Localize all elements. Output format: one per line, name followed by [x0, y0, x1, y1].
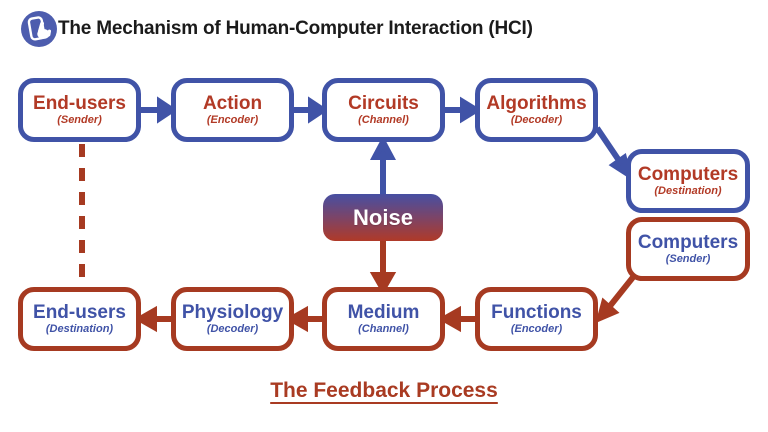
- tap-hand-icon: [27, 16, 52, 41]
- arrow-medium-to-physiology: [284, 305, 323, 333]
- node-label: Functions: [491, 301, 582, 323]
- arrow-circuits-to-algorithms: [444, 96, 482, 124]
- node-label: End-users: [33, 92, 126, 114]
- node-end-users-sender: End-users (Sender): [18, 78, 141, 142]
- node-medium: Medium (Channel): [322, 287, 445, 351]
- arrow-algorithms-to-computers: [594, 126, 633, 181]
- node-computers-sender: Computers (Sender): [626, 217, 750, 281]
- node-computers-destination: Computers (Destination): [626, 149, 750, 213]
- node-label: Physiology: [181, 301, 284, 323]
- node-role: (Decoder): [206, 323, 259, 336]
- node-action: Action (Encoder): [171, 78, 294, 142]
- footer-caption-row: The Feedback Process: [0, 379, 768, 403]
- node-physiology: Physiology (Decoder): [171, 287, 294, 351]
- node-role: (Channel): [358, 114, 409, 127]
- node-role: (Sender): [57, 114, 102, 127]
- feedback-process-caption: The Feedback Process: [270, 379, 498, 402]
- arrow-endusers-to-action: [140, 96, 178, 124]
- node-algorithms: Algorithms (Decoder): [475, 78, 598, 142]
- node-end-users-destination: End-users (Destination): [18, 287, 141, 351]
- node-role: (Destination): [45, 323, 114, 336]
- tap-hand-logo: [21, 11, 57, 47]
- arrow-noise-to-circuits: [370, 135, 396, 198]
- node-circuits: Circuits (Channel): [322, 78, 445, 142]
- arrow-action-to-circuits: [293, 96, 329, 124]
- node-role: (Destination): [654, 185, 722, 198]
- node-label: Computers: [637, 231, 739, 253]
- node-label: Action: [202, 92, 263, 114]
- arrow-functions-to-medium: [437, 305, 476, 333]
- arrow-noise-to-medium: [369, 238, 397, 296]
- node-label: Algorithms: [486, 92, 587, 114]
- node-role: (Sender): [665, 253, 711, 266]
- node-label: Circuits: [348, 92, 419, 114]
- node-role: (Decoder): [510, 114, 563, 127]
- arrow-physiology-to-endusers: [133, 305, 172, 333]
- node-functions: Functions (Encoder): [475, 287, 598, 351]
- node-label: Computers: [637, 163, 739, 185]
- node-label: End-users: [33, 301, 126, 323]
- node-role: (Encoder): [206, 114, 259, 127]
- page-title: The Mechanism of Human-Computer Interact…: [58, 18, 533, 39]
- noise-box: Noise: [323, 194, 443, 241]
- node-role: (Channel): [358, 323, 409, 336]
- node-role: (Encoder): [510, 323, 563, 336]
- node-label: Medium: [347, 301, 420, 323]
